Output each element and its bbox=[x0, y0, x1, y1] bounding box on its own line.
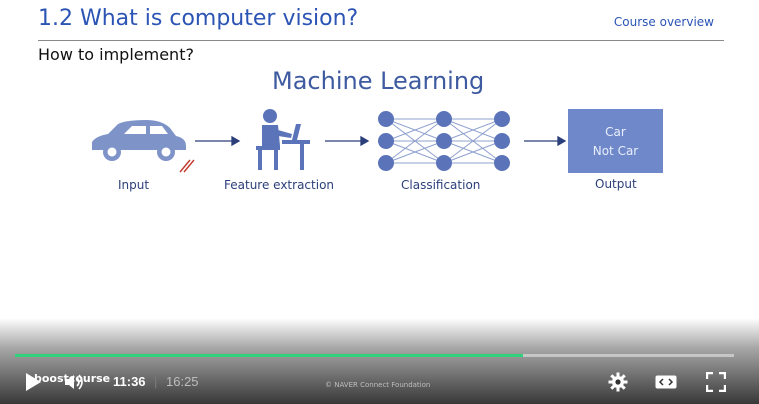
stage-label-input: Input bbox=[118, 178, 150, 192]
stage-label-feature-extraction: Feature extraction bbox=[224, 178, 335, 192]
course-overview-link[interactable]: Course overview bbox=[613, 15, 714, 29]
current-time: 11:36 bbox=[113, 374, 146, 389]
car-icon bbox=[92, 120, 186, 161]
progress-bar[interactable] bbox=[15, 354, 734, 357]
player-controls-overlay bbox=[0, 318, 759, 404]
theater-mode-icon[interactable] bbox=[655, 375, 677, 389]
play-icon[interactable] bbox=[24, 372, 42, 392]
slide-subtitle: How to implement? bbox=[38, 45, 194, 64]
neural-network-icon bbox=[378, 111, 510, 171]
fullscreen-icon[interactable] bbox=[706, 372, 726, 392]
duration: 16:25 bbox=[166, 374, 199, 389]
arrow-icon bbox=[524, 135, 567, 147]
diagram-heading: Machine Learning bbox=[272, 67, 485, 95]
time-separator: | bbox=[154, 374, 158, 389]
progress-played bbox=[15, 354, 523, 357]
person-at-desk-icon bbox=[256, 109, 310, 170]
arrow-icon bbox=[325, 135, 370, 147]
settings-gear-icon[interactable] bbox=[608, 372, 628, 392]
copyright-watermark: © NAVER Connect Foundation bbox=[325, 381, 431, 389]
output-box: Car Not Car bbox=[568, 109, 663, 173]
volume-icon[interactable] bbox=[64, 374, 86, 390]
stage-label-classification: Classification bbox=[401, 178, 481, 192]
title-divider bbox=[38, 40, 724, 41]
output-line-not-car: Not Car bbox=[592, 144, 639, 158]
stage-label-output: Output bbox=[595, 177, 637, 191]
slide-title: 1.2 What is computer vision? bbox=[38, 6, 359, 31]
output-line-car: Car bbox=[605, 125, 626, 139]
edit-mark-icon bbox=[179, 159, 195, 173]
arrow-icon bbox=[195, 135, 241, 147]
